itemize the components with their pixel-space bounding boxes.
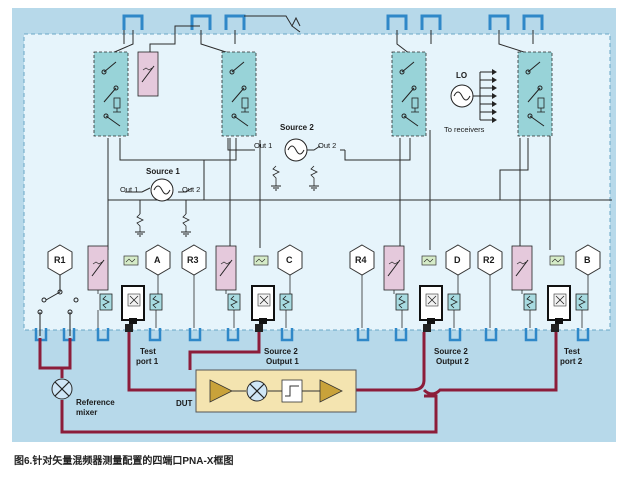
transfer-switch-4 xyxy=(517,51,553,137)
port-4-label-line2: Output 2 xyxy=(436,357,469,366)
receiver-b: B xyxy=(575,244,601,276)
bridge-icon xyxy=(251,285,275,325)
bridge-icon xyxy=(547,285,571,325)
transfer-switch-2 xyxy=(221,51,257,137)
lo-subtitle: To receivers xyxy=(444,125,485,134)
test-port-connectors xyxy=(125,324,559,332)
svg-text:D: D xyxy=(454,255,461,265)
figure-caption: 图6.针对矢量混频器测量配置的四端口PNA-X框图 xyxy=(14,456,234,467)
port-2-label-line1: Test xyxy=(564,347,580,356)
receiver-a: A xyxy=(145,244,171,276)
source-1-title: Source 1 xyxy=(146,167,180,176)
receiver-r3: R3 xyxy=(181,244,207,276)
port-4-label-line1: Source 2 xyxy=(434,347,468,356)
reference-switch xyxy=(37,275,79,336)
source-1-out2-label: Out 2 xyxy=(182,185,200,194)
svg-text:R3: R3 xyxy=(187,255,199,265)
coupler-icon xyxy=(511,245,533,291)
reference-mixer-icon xyxy=(51,378,73,400)
svg-text:C: C xyxy=(286,255,293,265)
source-1-oscillator-icon xyxy=(150,178,174,202)
source-2-out1-label: Out 1 xyxy=(254,141,272,150)
svg-text:B: B xyxy=(584,255,591,265)
port-2-label-line2: port 2 xyxy=(560,357,583,366)
receiver-r4: R4 xyxy=(349,244,375,276)
offset-coupler xyxy=(137,51,159,97)
filter-icon xyxy=(281,379,303,403)
receiver-c: C xyxy=(277,244,303,276)
transfer-switch-3 xyxy=(391,51,427,137)
lo-oscillator-icon xyxy=(450,69,497,123)
receiver-r1: R1 xyxy=(47,244,73,276)
svg-text:R1: R1 xyxy=(54,255,66,265)
source-2-out2-label: Out 2 xyxy=(318,141,336,150)
port-1-label-line2: port 1 xyxy=(136,357,159,366)
coupler-icon xyxy=(215,245,237,291)
port-3-label-line2: Output 1 xyxy=(266,357,299,366)
svg-text:A: A xyxy=(154,255,161,265)
reference-mixer-line1: Reference xyxy=(76,398,115,407)
receiver-d: D xyxy=(445,244,471,276)
reference-mixer-line2: mixer xyxy=(76,408,97,417)
rf-path-wires xyxy=(107,15,612,250)
bridge-icon xyxy=(121,285,145,325)
source-2-title: Source 2 xyxy=(280,123,314,132)
bridge-icon xyxy=(419,285,443,325)
svg-text:R4: R4 xyxy=(355,255,367,265)
source-2-oscillator-icon xyxy=(284,138,308,162)
svg-text:R2: R2 xyxy=(483,255,495,265)
source-1-out1-label: Out 1 xyxy=(120,185,138,194)
test-cables xyxy=(38,332,558,434)
dut-label: DUT xyxy=(176,399,193,408)
ground-icon xyxy=(134,213,192,237)
transfer-switch-1 xyxy=(93,51,129,137)
coupler-icon xyxy=(383,245,405,291)
coupler-icon xyxy=(87,245,109,291)
receiver-r2: R2 xyxy=(477,244,503,276)
port-3-label-line1: Source 2 xyxy=(264,347,298,356)
port-1-label-line1: Test xyxy=(140,347,156,356)
dut-mixer-icon xyxy=(246,380,268,402)
lo-title: LO xyxy=(456,71,467,80)
ground-icon xyxy=(272,165,318,186)
front-panel-jumpers xyxy=(122,14,544,30)
receiver-wires xyxy=(97,275,589,328)
